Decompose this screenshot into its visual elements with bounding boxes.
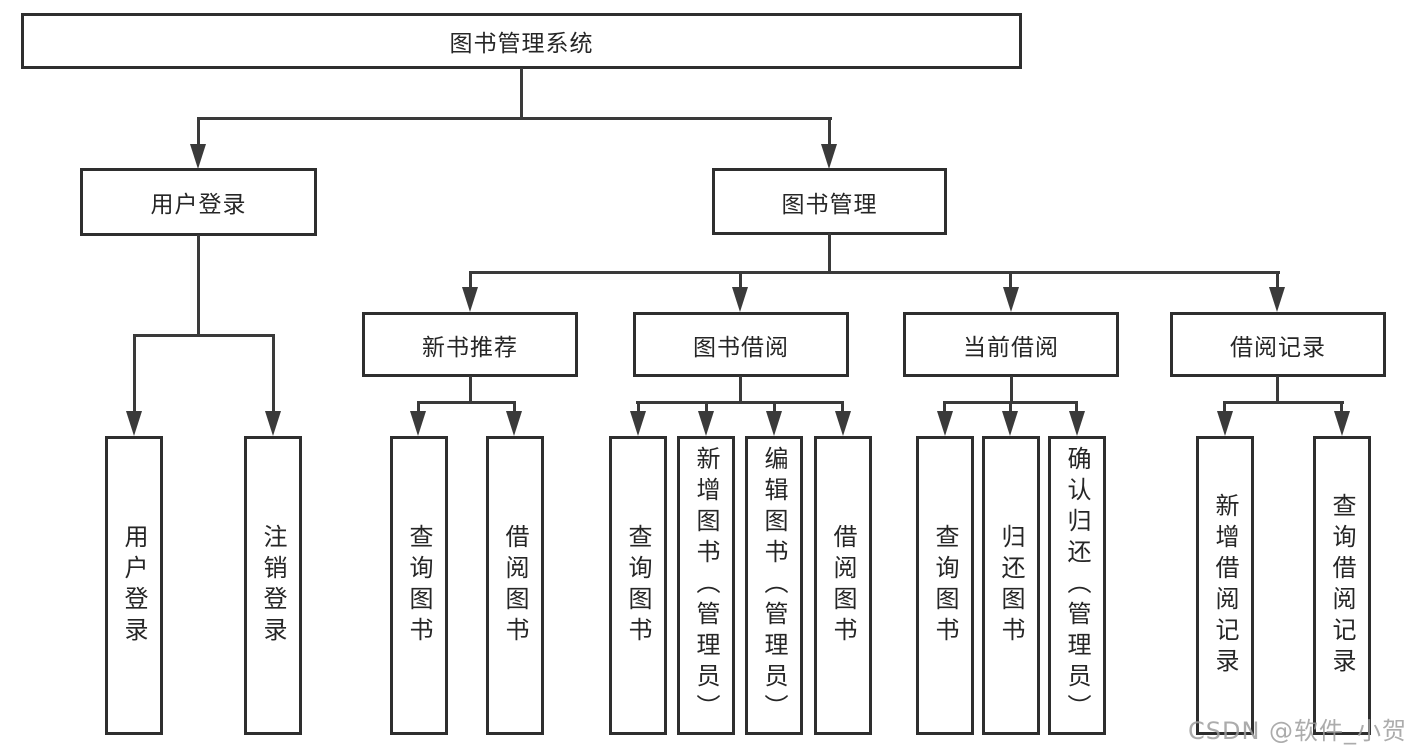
connector-line (1276, 376, 1279, 403)
connector-line (469, 271, 472, 289)
connector-line (197, 117, 200, 146)
node-book-management: 图书管理 (712, 168, 947, 235)
arrowhead-icon (190, 144, 206, 169)
node-label: 图书借阅 (693, 334, 789, 361)
connector-line (1276, 271, 1279, 289)
leaf-borrow-books-recommend: 借阅图书 (486, 436, 544, 735)
node-new-book-recommend: 新书推荐 (362, 312, 578, 377)
node-library-management-system: 图书管理系统 (21, 13, 1022, 69)
arrowhead-icon (821, 144, 837, 169)
leaf-query-books-recommend: 查询图书 (390, 436, 448, 735)
arrowhead-icon (630, 411, 646, 436)
node-label: 用户登录 (150, 192, 247, 218)
leaf-label: 借阅图书 (501, 523, 529, 648)
connector-line (773, 401, 776, 413)
connector-line (197, 117, 832, 120)
arrowhead-icon (1069, 411, 1085, 436)
connector-line (636, 401, 844, 404)
arrowhead-icon (1269, 287, 1285, 312)
connector-line (469, 271, 1280, 274)
connector-line (133, 334, 275, 337)
connector-line (1009, 271, 1012, 289)
connector-line (469, 376, 472, 403)
node-book-borrowing: 图书借阅 (633, 312, 849, 377)
node-label: 新书推荐 (422, 334, 518, 361)
leaf-add-borrow-record: 新增借阅记录 (1196, 436, 1254, 735)
leaf-confirm-return-admin: 确认归还（管理员） (1048, 436, 1106, 735)
leaf-label: 确认归还（管理员） (1063, 446, 1091, 725)
leaf-add-books-admin: 新增图书（管理员） (677, 436, 735, 735)
connector-line (1340, 401, 1343, 413)
csdn-watermark: CSDN @软件_小贺同学 (1188, 717, 1405, 745)
node-user-login: 用户登录 (80, 168, 317, 236)
node-label: 图书管理 (781, 191, 878, 218)
leaf-return-books: 归还图书 (982, 436, 1040, 735)
arrowhead-icon (1002, 411, 1018, 436)
connector-line (739, 376, 742, 403)
connector-line (841, 401, 844, 413)
connector-line (705, 401, 708, 413)
arrowhead-icon (126, 411, 142, 436)
connector-line (1224, 401, 1344, 404)
leaf-label: 查询借阅记录 (1328, 492, 1356, 679)
arrowhead-icon (835, 411, 851, 436)
leaf-label: 查询图书 (624, 523, 652, 648)
connector-line (1009, 401, 1012, 413)
arrowhead-icon (698, 411, 714, 436)
leaf-label: 借阅图书 (829, 523, 857, 648)
arrowhead-icon (1217, 411, 1233, 436)
arrowhead-icon (265, 411, 281, 436)
arrowhead-icon (1003, 287, 1019, 312)
arrowhead-icon (1334, 411, 1350, 436)
connector-line (828, 117, 831, 146)
arrowhead-icon (732, 287, 748, 312)
connector-line (272, 334, 275, 413)
node-label: 图书管理系统 (449, 31, 594, 57)
connector-line (520, 68, 523, 118)
leaf-label: 编辑图书（管理员） (760, 446, 788, 725)
connector-line (1010, 376, 1013, 403)
node-current-borrowing: 当前借阅 (903, 312, 1119, 377)
leaf-label: 查询图书 (931, 523, 959, 648)
leaf-label: 新增借阅记录 (1211, 492, 1239, 679)
leaf-label: 查询图书 (405, 523, 433, 648)
connector-line (417, 401, 516, 404)
leaf-label: 新增图书（管理员） (692, 446, 720, 725)
connector-line (133, 334, 136, 413)
leaf-query-books-borrowing: 查询图书 (609, 436, 667, 735)
arrowhead-icon (506, 411, 522, 436)
arrowhead-icon (766, 411, 782, 436)
connector-line (1223, 401, 1226, 413)
node-label: 当前借阅 (963, 334, 1059, 361)
arrowhead-icon (410, 411, 426, 436)
connector-line (1075, 401, 1078, 413)
leaf-query-books-current: 查询图书 (916, 436, 974, 735)
leaf-label: 归还图书 (997, 523, 1025, 648)
arrowhead-icon (462, 287, 478, 312)
connector-line (828, 233, 831, 273)
leaf-label: 注销登录 (259, 523, 287, 648)
connector-line (197, 235, 200, 336)
connector-line (739, 271, 742, 289)
leaf-label: 用户登录 (120, 523, 148, 648)
connector-line (637, 401, 640, 413)
leaf-user-login: 用户登录 (105, 436, 163, 735)
leaf-query-borrow-record: 查询借阅记录 (1313, 436, 1371, 735)
connector-line (943, 401, 946, 413)
leaf-borrow-books: 借阅图书 (814, 436, 872, 735)
connector-line (417, 401, 420, 413)
node-borrowing-records: 借阅记录 (1170, 312, 1386, 377)
connector-line (513, 401, 516, 413)
leaf-logout: 注销登录 (244, 436, 302, 735)
arrowhead-icon (937, 411, 953, 436)
leaf-edit-books-admin: 编辑图书（管理员） (745, 436, 803, 735)
node-label: 借阅记录 (1230, 334, 1326, 361)
